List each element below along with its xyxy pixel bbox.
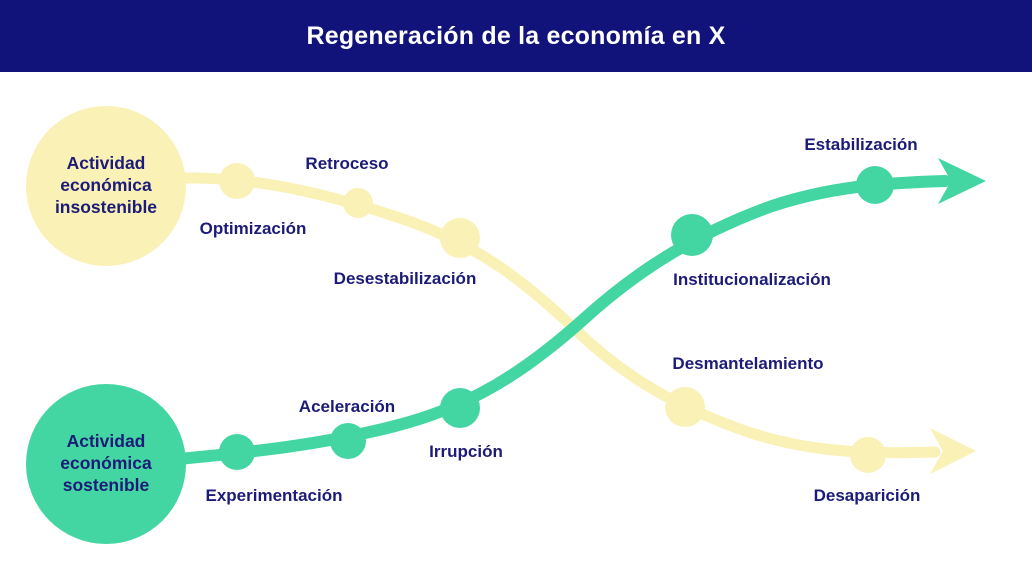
- sustainable-node-dot: [219, 434, 255, 470]
- unsustainable-node-dot: [850, 437, 886, 473]
- sustainable-node-dot: [440, 388, 480, 428]
- stage-label-estabilizacion: Estabilización: [804, 135, 918, 154]
- page-title: Regeneración de la economía en X: [306, 21, 726, 50]
- stage-label-irrupcion: Irrupción: [429, 442, 503, 461]
- sustainable-node-dot: [671, 214, 713, 256]
- sustainable-activity-label: Actividad económica sostenible: [60, 431, 152, 495]
- sustainable-node-dot: [856, 166, 894, 204]
- title-bar: Regeneración de la economía en X: [0, 0, 1032, 72]
- unsustainable-node-dot: [343, 188, 373, 218]
- stage-label-desaparicion: Desaparición: [813, 486, 921, 505]
- sustainable-node-dot: [330, 423, 366, 459]
- stage-label-aceleracion: Aceleración: [298, 397, 396, 416]
- unsustainable-node-dot: [219, 163, 255, 199]
- unsustainable-node-dot: [665, 387, 705, 427]
- unsustainable-arrowhead-icon: [930, 428, 976, 474]
- unsustainable-start-circle: [26, 106, 186, 266]
- stage-label-desestabilizacion: Desestabilización: [333, 269, 477, 288]
- stage-label-optimizacion: Optimización: [199, 219, 307, 238]
- unsustainable-activity-label: Actividad económica insostenible: [54, 153, 158, 217]
- sustainable-start-circle: [26, 384, 186, 544]
- stage-label-experimentacion: Experimentación: [205, 486, 343, 505]
- sustainable-curve-path: [144, 175, 951, 468]
- sustainable-arrowhead-icon: [938, 158, 986, 204]
- unsustainable-node-dot: [440, 218, 480, 258]
- stage-label-desmantelamiento: Desmantelamiento: [672, 354, 824, 373]
- stage-label-retroceso: Retroceso: [305, 154, 389, 173]
- stage-label-institucionalizacion: Institucionalización: [673, 270, 831, 289]
